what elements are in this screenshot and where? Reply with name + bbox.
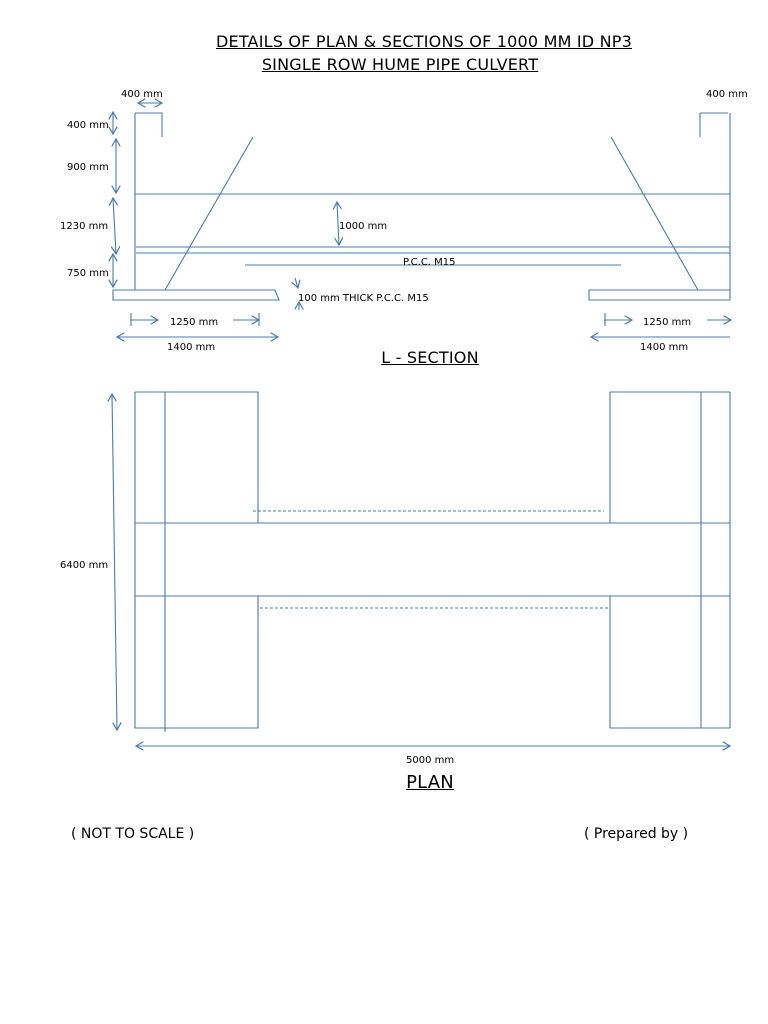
- drawing-title-line-2: SINGLE ROW HUME PIPE CULVERT: [261, 55, 539, 74]
- right-wing-slope: [610, 136, 699, 291]
- dim-1400-right: 1400 mm: [640, 342, 688, 353]
- dim-1000: 1000 mm: [339, 221, 387, 232]
- dim-400-top-left: 400 mm: [121, 89, 163, 100]
- plan-left-block: [134, 391, 259, 729]
- prepared-by-note: ( Prepared by ): [584, 826, 689, 842]
- dim-1250-right: 1250 mm: [643, 317, 691, 328]
- dim-1000-arrow: [337, 202, 339, 245]
- pcc-m15-label: P.C.C. M15: [403, 257, 456, 268]
- plan-right-block: [609, 391, 730, 729]
- plan-drawing: 6400 mm 5000 mm: [60, 391, 730, 766]
- left-headwall: [134, 112, 163, 290]
- dim-400-side: 400 mm: [67, 120, 109, 131]
- right-footing: [588, 289, 731, 301]
- dim-1230: 1230 mm: [60, 221, 108, 232]
- pcc-thick-label: 100 mm THICK P.C.C. M15: [298, 293, 429, 304]
- dim-6400: 6400 mm: [60, 560, 108, 571]
- dim-6400-arrow: [112, 394, 117, 730]
- l-section-heading: L - SECTION: [381, 348, 479, 367]
- plan-heading: PLAN: [406, 772, 454, 793]
- drawing-title-line-1: DETAILS OF PLAN & SECTIONS OF 1000 MM ID…: [216, 32, 632, 51]
- dim-900: 900 mm: [67, 162, 109, 173]
- left-footing: [112, 289, 280, 301]
- dim-5000: 5000 mm: [406, 755, 454, 766]
- right-headwall: [699, 112, 731, 290]
- l-section-drawing: 400 mm 400 mm 400 mm 900 mm 1230 mm 750 …: [60, 89, 748, 353]
- dim-750: 750 mm: [67, 268, 109, 279]
- dim-400-top-right: 400 mm: [706, 89, 748, 100]
- dim-1250-left: 1250 mm: [170, 317, 218, 328]
- dim-1230-arrow: [113, 198, 116, 254]
- dim-1400-left: 1400 mm: [167, 342, 215, 353]
- not-to-scale-note: ( NOT TO SCALE ): [71, 826, 195, 842]
- left-wing-slope: [164, 136, 254, 291]
- pcc-leader-top: [295, 277, 298, 288]
